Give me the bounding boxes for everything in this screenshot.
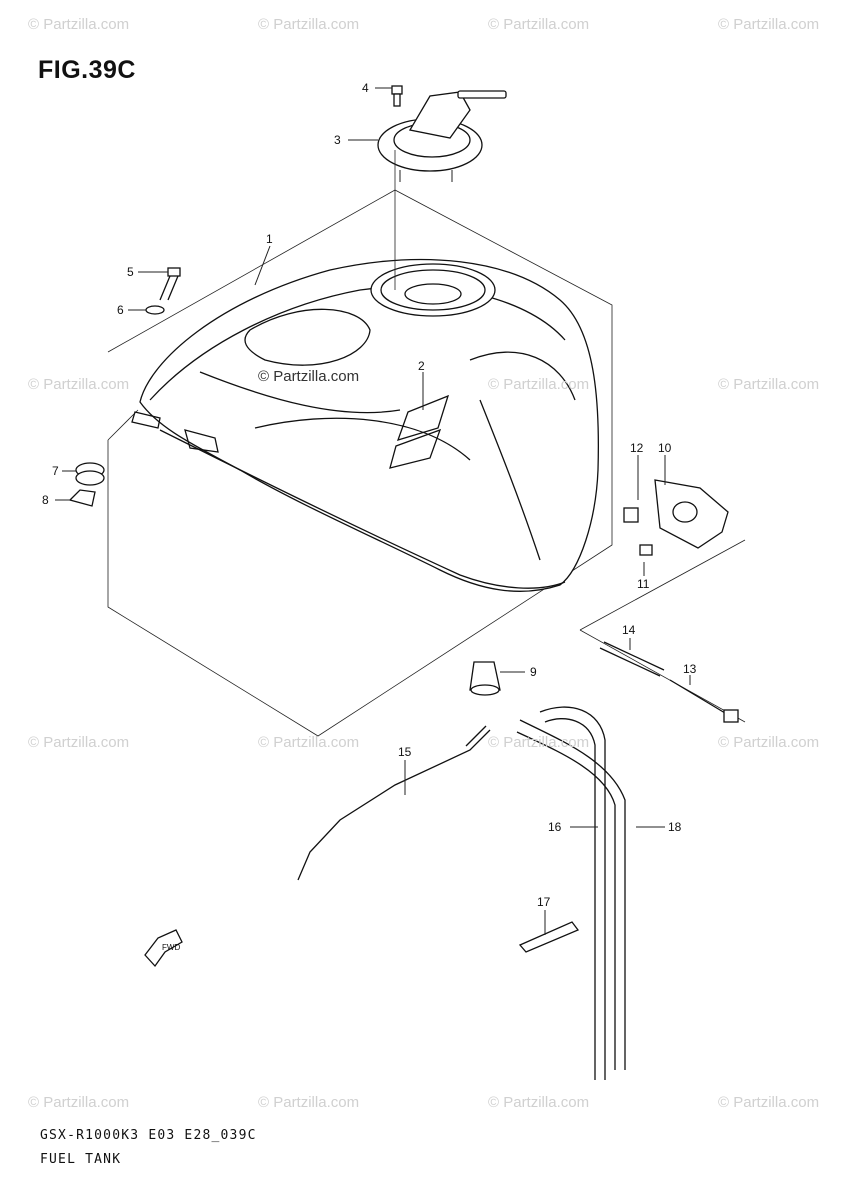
fuel-cap-assembly xyxy=(377,90,507,182)
cap-bolt xyxy=(391,85,403,107)
watermark: © Partzilla.com xyxy=(28,16,130,33)
drain-rod xyxy=(297,725,491,881)
tank-cushion xyxy=(68,462,105,507)
watermark: © Partzilla.com xyxy=(28,734,130,751)
callout-9: 9 xyxy=(530,665,537,679)
hose-clamp xyxy=(518,921,580,953)
callout-2: 2 xyxy=(418,359,425,373)
callout-3: 3 xyxy=(334,133,341,147)
part-title: FUEL TANK xyxy=(40,1152,122,1167)
watermark: © Partzilla.com xyxy=(28,1094,130,1111)
tank-bolt xyxy=(145,267,181,315)
watermark: © Partzilla.com xyxy=(488,734,590,751)
fwd-label: FWD xyxy=(162,943,180,952)
pivot-bolt xyxy=(599,641,739,723)
callout-16: 16 xyxy=(548,820,562,834)
tank-bracket xyxy=(623,479,729,556)
watermark: © Partzilla.com xyxy=(258,16,360,33)
watermark-center: © Partzilla.com xyxy=(258,368,360,385)
suzuki-emblem xyxy=(389,394,450,469)
watermark: © Partzilla.com xyxy=(488,1094,590,1111)
callout-17: 17 xyxy=(537,895,551,909)
callout-4: 4 xyxy=(362,81,369,95)
callout-18: 18 xyxy=(668,820,682,834)
callout-1: 1 xyxy=(266,232,273,246)
fuel-tank xyxy=(131,258,600,592)
callout-10: 10 xyxy=(658,441,672,455)
watermark: © Partzilla.com xyxy=(718,16,820,33)
callout-numbers: 1 2 3 4 5 6 7 8 9 10 11 12 13 14 15 16 1… xyxy=(42,81,697,909)
watermark: © Partzilla.com xyxy=(718,1094,820,1111)
callout-8: 8 xyxy=(42,493,49,507)
callout-6: 6 xyxy=(117,303,124,317)
watermark: © Partzilla.com xyxy=(488,16,590,33)
leader-lines xyxy=(55,87,691,935)
watermark: © Partzilla.com xyxy=(718,734,820,751)
watermark: © Partzilla.com xyxy=(28,376,130,393)
callout-15: 15 xyxy=(398,745,412,759)
watermark: © Partzilla.com xyxy=(488,376,590,393)
callout-14: 14 xyxy=(622,623,636,637)
callout-11: 11 xyxy=(637,577,650,591)
callout-7: 7 xyxy=(52,464,59,478)
watermark: © Partzilla.com xyxy=(718,376,820,393)
figure-title: FIG.39C xyxy=(38,56,136,84)
callout-13: 13 xyxy=(683,662,697,676)
watermark: © Partzilla.com xyxy=(258,1094,360,1111)
fwd-arrow-icon: FWD xyxy=(144,929,183,968)
callout-5: 5 xyxy=(127,265,134,279)
rubber-cushion xyxy=(469,661,501,696)
fuel-hoses xyxy=(516,706,626,1080)
watermark: © Partzilla.com xyxy=(258,734,360,751)
model-code: GSX-R1000K3 E03 E28_039C xyxy=(40,1128,257,1143)
callout-12: 12 xyxy=(630,441,644,455)
